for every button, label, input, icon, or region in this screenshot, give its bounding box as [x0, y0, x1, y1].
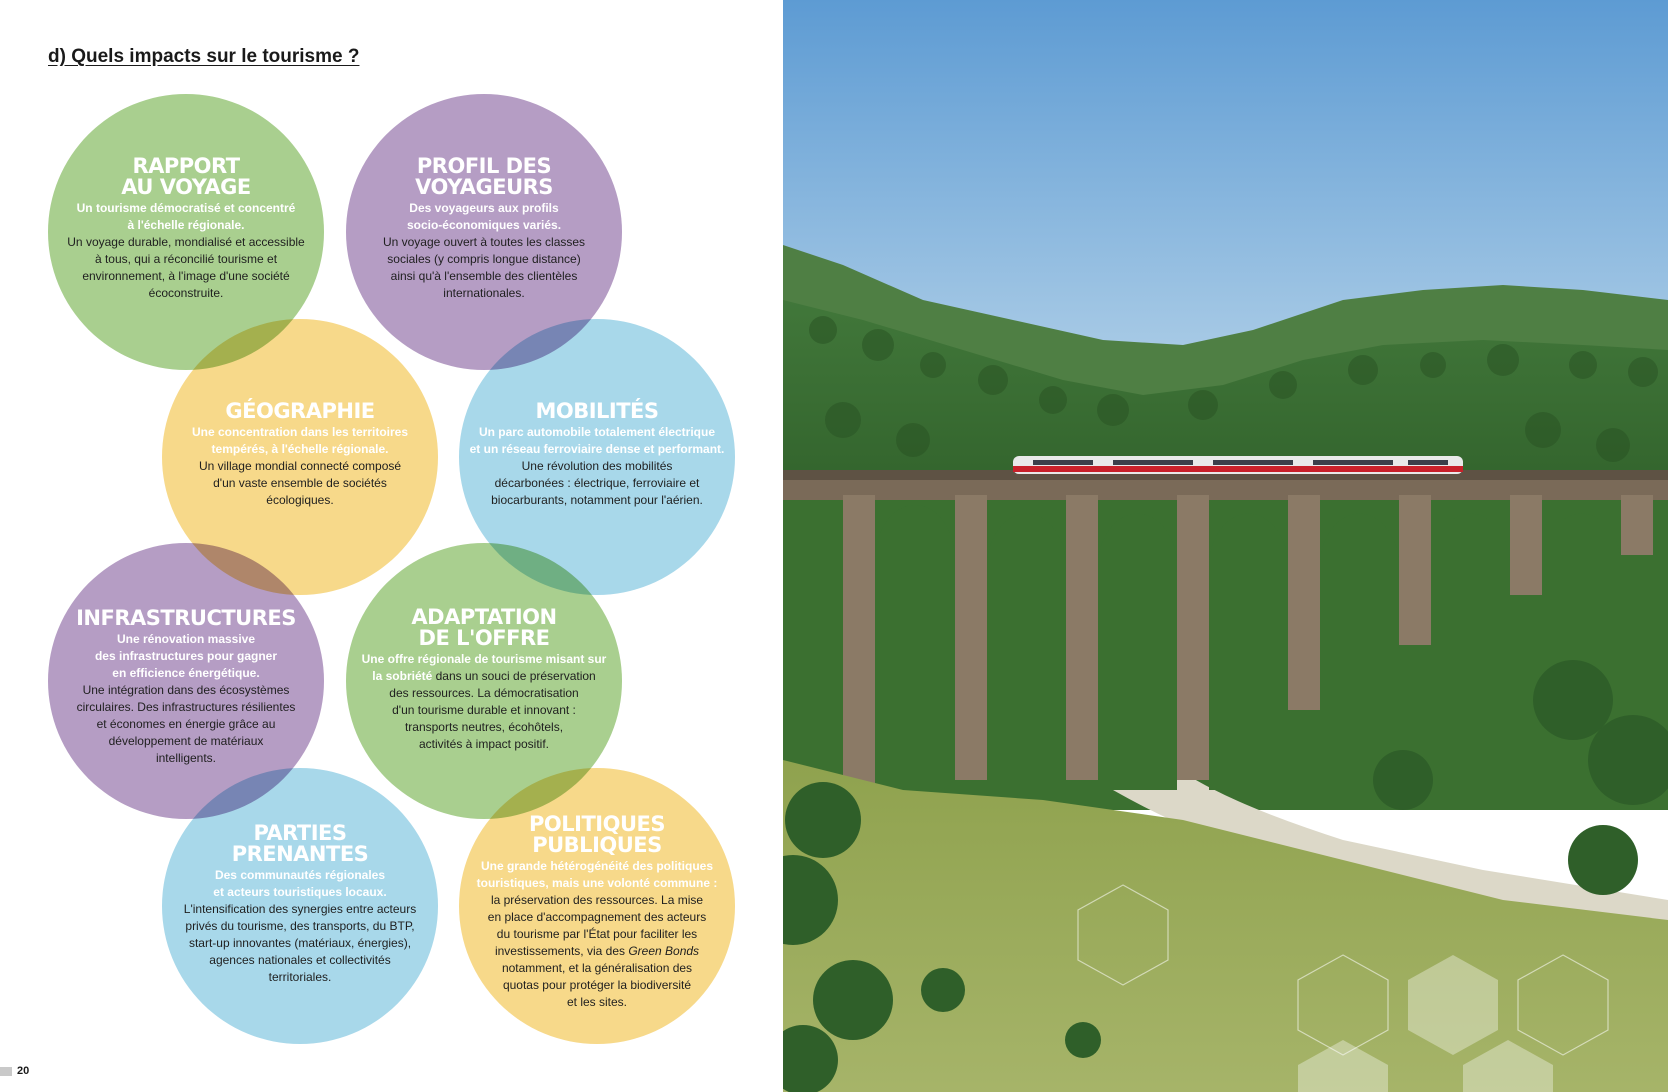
- bubble-body-italic: Green Bonds: [628, 944, 700, 958]
- train: [1013, 456, 1463, 474]
- bubble-lead: Une grande hétérogénéité des politiques …: [476, 859, 718, 890]
- page-number-text: 20: [17, 1065, 30, 1077]
- bubble-lead: Des voyageurs aux profils socio-économiq…: [406, 201, 562, 232]
- section-title: d) Quels impacts sur le tourisme ?: [48, 46, 360, 67]
- bubble-lead: Des communautés régionales et acteurs to…: [213, 868, 387, 899]
- bubble-body: Un village mondial connecté composé d'un…: [198, 459, 402, 507]
- bubble-title: MOBILITÉS: [535, 399, 659, 423]
- viaduct: [783, 470, 1668, 790]
- bubble-body: Un voyage durable, mondialisé et accessi…: [67, 235, 305, 300]
- foreground-meadow: [783, 760, 1668, 1092]
- bubble-lead: Un parc automobile totalement électrique…: [469, 425, 725, 456]
- left-page: d) Quels impacts sur le tourisme ? RAPPO…: [0, 0, 783, 1092]
- bubble-body: Un voyage ouvert à toutes les classes so…: [382, 235, 586, 300]
- bubble-geographie: GÉOGRAPHIE Une concentration dans les te…: [162, 319, 438, 595]
- bubble-infrastructures: INFRASTRUCTURES Une rénovation massive d…: [48, 543, 324, 819]
- bubble-title: PARTIES PRENANTES: [231, 821, 369, 866]
- foreground-trees: [783, 660, 1668, 1092]
- bubble-title: POLITIQUES PUBLIQUES: [529, 812, 665, 857]
- bubble-politiques-publiques: POLITIQUES PUBLIQUES Une grande hétérogé…: [459, 768, 735, 1044]
- page-number: 20: [0, 1064, 29, 1078]
- bubble-body: Une grande hétérogénéité des politiques …: [463, 858, 731, 1011]
- bubble-title: GÉOGRAPHIE: [225, 399, 375, 423]
- bubble-body: Une révolution des mobilités décarbonées…: [491, 459, 703, 507]
- hexagon-overlay: [1077, 884, 1609, 1056]
- bubble-lead: Une offre régionale de tourisme misant s…: [361, 652, 607, 683]
- bubble-body: L'intensification des synergies entre ac…: [183, 902, 417, 984]
- bubble-title: INFRASTRUCTURES: [76, 606, 296, 630]
- hexagon-fill: [1298, 955, 1553, 1092]
- bubble-title: ADAPTATION DE L'OFFRE: [411, 605, 557, 650]
- bubble-lead: Un tourisme démocratisé et concentré à l…: [76, 201, 296, 232]
- bubble-adaptation-de-loffre: ADAPTATION DE L'OFFRE Une offre régional…: [346, 543, 622, 819]
- landscape-photo-icon: [783, 0, 1668, 1092]
- bubble-parties-prenantes: PARTIES PRENANTES Des communautés région…: [162, 768, 438, 1044]
- bubble-body: Une intégration dans des écosystèmes cir…: [76, 683, 296, 765]
- tree-texture: [809, 316, 1658, 462]
- bubble-body-text: dans un souci de préservation des ressou…: [389, 669, 596, 751]
- bubble-body: Une offre régionale de tourisme misant s…: [352, 651, 616, 753]
- bubble-title: RAPPORT AU VOYAGE: [121, 154, 251, 199]
- bubble-title: PROFIL DES VOYAGEURS: [415, 154, 553, 199]
- bubble-diagram: RAPPORT AU VOYAGE Un tourisme démocratis…: [0, 0, 783, 1092]
- viaduct-train-photo: [783, 0, 1668, 1092]
- page-number-bar: [0, 1066, 12, 1076]
- bubble-body-start: la préservation des ressources. La mise …: [487, 893, 707, 958]
- bubble-lead: Une rénovation massive des infrastructur…: [94, 632, 278, 680]
- bubble-lead: Une concentration dans les territoires t…: [191, 425, 409, 456]
- bubble-body-end: notamment, et la généralisation des quot…: [501, 961, 693, 1009]
